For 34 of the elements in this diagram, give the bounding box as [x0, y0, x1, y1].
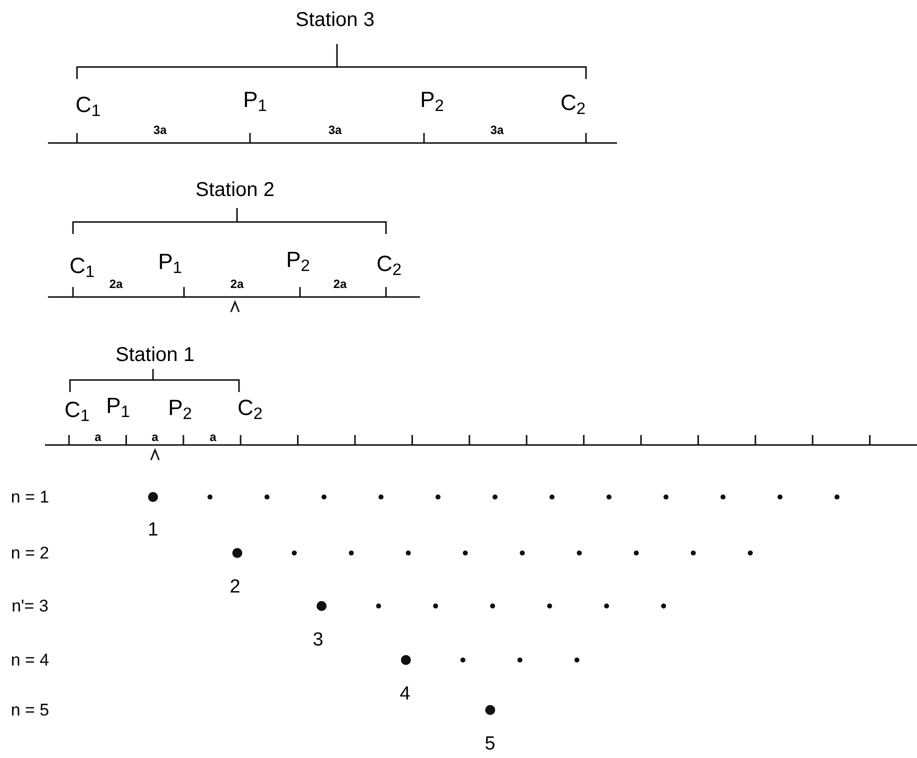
electrode-label: P$_{2}$ — [286, 249, 310, 271]
point-number: 3 — [312, 630, 324, 650]
electrode-label: C$_{2}$ — [237, 397, 263, 419]
spacing-label: 3a — [490, 124, 504, 136]
electrode-label: P$_{2}$ — [168, 397, 192, 419]
point-number: 1 — [148, 520, 158, 540]
spacing-label: 2a — [109, 278, 123, 290]
electrode-label: P$_{1}$ — [243, 89, 267, 111]
spacing-label: a — [152, 431, 158, 443]
electrode-label: C$_{2}$ — [376, 253, 402, 275]
electrode-label: C$_{1}$ — [75, 94, 101, 116]
electrode-label: P$_{2}$ — [420, 89, 444, 111]
row-label: n'= 3 — [12, 598, 48, 614]
electrode-label: P$_{1}$ — [106, 395, 130, 417]
spacing-label: 3a — [153, 124, 167, 136]
row-label: n = 4 — [10, 652, 50, 668]
station-label: Station 1 — [116, 345, 194, 365]
point-number: 5 — [484, 734, 496, 754]
electrode-label: C$_{1}$ — [64, 399, 90, 421]
point-number: 4 — [400, 684, 410, 704]
row-label: n = 1 — [10, 488, 50, 506]
spacing-label: a — [94, 431, 102, 443]
station-label: Station 3 — [296, 10, 374, 30]
electrode-label: C$_{1}$ — [69, 255, 95, 277]
electrode-label: C$_{2}$ — [560, 92, 586, 114]
point-number: 2 — [230, 578, 240, 596]
spacing-label: 2a — [230, 278, 244, 290]
row-label: n = 2 — [10, 544, 50, 562]
station-label: Station 2 — [196, 180, 274, 200]
spacing-label: 3a — [328, 124, 342, 136]
row-label: n = 5 — [10, 702, 50, 718]
electrode-label: P$_{1}$ — [158, 251, 182, 273]
spacing-label: 2a — [333, 278, 347, 290]
spacing-label: a — [210, 431, 216, 443]
